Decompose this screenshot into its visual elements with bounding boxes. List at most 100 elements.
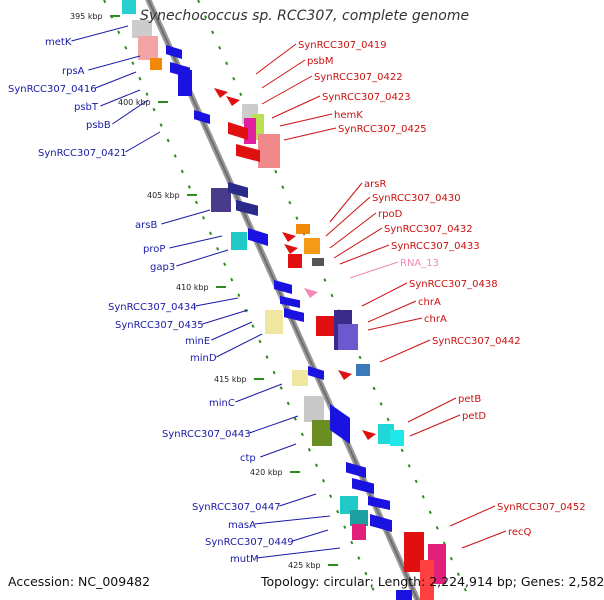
- gene-label-right: arsR: [364, 179, 386, 190]
- gene-label-left: arsB: [135, 220, 157, 231]
- gene-label-left: SynRCC307_0416: [8, 84, 97, 95]
- gene-block: [288, 254, 302, 268]
- gene-arrow: [284, 308, 304, 322]
- gene-label-left: SynRCC307_0421: [38, 148, 127, 159]
- gene-label-right: chrA: [418, 297, 441, 308]
- gene-label-left: SynRCC307_0447: [192, 502, 281, 513]
- leader-line-left: [292, 529, 329, 542]
- gene-block: [231, 232, 247, 250]
- leader-line-right: [271, 95, 321, 119]
- gene-label-right: hemK: [334, 110, 363, 121]
- gene-block: [396, 590, 412, 600]
- leader-line-right: [361, 282, 408, 307]
- gene-block: [356, 364, 370, 376]
- gene-label-left: minE: [185, 336, 210, 347]
- gene-block: [340, 496, 358, 514]
- leader-line-left: [279, 493, 317, 507]
- gene-chevron: [284, 244, 298, 254]
- gene-label-right: SynRCC307_0423: [322, 92, 411, 103]
- leader-line-right: [367, 317, 423, 331]
- gene-block: [138, 36, 158, 60]
- leader-line-right: [329, 212, 377, 249]
- leader-line-left: [95, 71, 137, 89]
- gene-block: [316, 316, 336, 336]
- gene-arrow: [274, 280, 292, 294]
- gene-arrow: [228, 182, 248, 198]
- gene-label-left: mutM: [230, 554, 259, 565]
- gene-block: [132, 20, 152, 38]
- accession-label: Accession: NC_009482: [8, 574, 151, 589]
- gene-block: [211, 188, 231, 212]
- kbp-label: 395 kbp: [70, 12, 103, 21]
- leader-line-right: [409, 414, 461, 437]
- gene-label-left: minC: [209, 398, 235, 409]
- leader-line-left: [260, 443, 297, 458]
- gene-label-right: recQ: [508, 527, 532, 538]
- gene-arrow: [236, 200, 258, 216]
- leader-line-right: [279, 113, 333, 127]
- leader-line-right: [325, 196, 371, 237]
- gene-block: [292, 370, 308, 386]
- kbp-label: 420 kbp: [250, 468, 283, 477]
- gene-arrow: [330, 404, 350, 444]
- leader-line-left: [235, 383, 283, 403]
- gene-label-right: SynRCC307_0425: [338, 124, 427, 135]
- gene-label-right: SynRCC307_0432: [384, 224, 473, 235]
- gene-arrow: [280, 296, 300, 308]
- leader-line-left: [169, 235, 223, 249]
- gene-chevron: [214, 88, 228, 98]
- gene-label-left: minD: [190, 353, 217, 364]
- kbp-label: 425 kbp: [288, 561, 321, 570]
- kbp-label: 400 kbp: [118, 98, 151, 107]
- leader-line-right: [333, 227, 383, 259]
- gene-label-left: SynRCC307_0435: [115, 320, 204, 331]
- leader-line-right: [367, 300, 417, 323]
- gene-label-right: chrA: [424, 314, 447, 325]
- gene-label-right: SynRCC307_0419: [298, 40, 387, 51]
- gene-block: [258, 134, 280, 168]
- gene-block: [178, 70, 192, 96]
- gene-block: [390, 430, 404, 446]
- topology-label: Topology: circular; Length: 2,224,914 bp…: [261, 574, 604, 589]
- gene-arrow: [248, 228, 268, 246]
- gene-chevron: [338, 370, 352, 380]
- leader-line-left: [216, 333, 263, 358]
- kbp-label: 415 kbp: [214, 375, 247, 384]
- gene-arrow: [368, 496, 390, 510]
- gene-arrow: [194, 110, 210, 124]
- gene-label-right: RNA_13: [400, 258, 439, 269]
- gene-block: [312, 258, 324, 266]
- gene-label-left: rpsA: [62, 66, 85, 77]
- gene-chevron: [304, 288, 318, 298]
- gene-label-left: proP: [143, 244, 165, 255]
- gene-arrow: [370, 514, 392, 532]
- leader-line-right: [283, 127, 337, 141]
- gene-label-right: rpoD: [378, 209, 403, 220]
- gene-block: [304, 238, 320, 254]
- leader-line-left: [202, 309, 249, 325]
- leader-line-left: [195, 297, 239, 307]
- kbp-label: 410 kbp: [176, 283, 209, 292]
- leader-line-left: [176, 249, 229, 267]
- gene-label-left: SynRCC307_0449: [205, 537, 294, 548]
- leader-line-right: [329, 182, 363, 223]
- leader-line-right: [261, 75, 313, 105]
- gene-chevron: [282, 232, 296, 242]
- gene-label-left: masA: [228, 520, 256, 531]
- gene-arrow: [166, 45, 182, 59]
- gene-label-right: SynRCC307_0422: [314, 72, 403, 83]
- gene-label-left: psbB: [86, 120, 111, 131]
- leader-line-left: [254, 515, 331, 525]
- leader-line-left: [100, 89, 141, 107]
- gene-arrow: [236, 144, 260, 162]
- gene-arrow: [346, 462, 366, 478]
- gene-chevron: [226, 96, 240, 106]
- gene-block: [122, 0, 136, 14]
- leader-line-right: [449, 505, 496, 527]
- leader-line-right: [339, 244, 390, 265]
- gene-block: [420, 560, 434, 600]
- gene-label-right: psbM: [307, 56, 334, 67]
- gene-arrow: [228, 122, 248, 140]
